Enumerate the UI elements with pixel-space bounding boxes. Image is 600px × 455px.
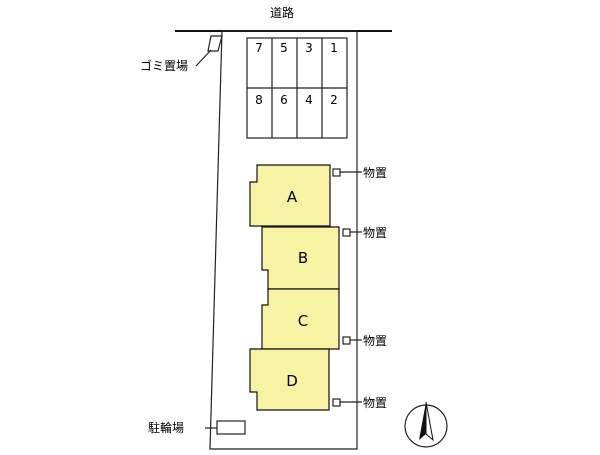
storage-1-label: 物置 xyxy=(363,166,387,180)
unit-b-label: B xyxy=(298,249,308,267)
bicycle-parking xyxy=(216,420,246,435)
trash-label: ゴミ置場 xyxy=(140,58,188,73)
buildings: A B C D xyxy=(249,164,340,411)
storage-4-label: 物置 xyxy=(363,396,387,410)
lot-boundary xyxy=(209,30,358,450)
unit-d-label: D xyxy=(286,372,298,390)
parking-space-4: 4 xyxy=(305,93,313,107)
storage-3-box xyxy=(342,336,351,345)
storage-2: 物置 xyxy=(342,226,387,240)
parking-grid: 7 5 3 1 8 6 4 2 xyxy=(246,37,348,139)
trash-area xyxy=(207,35,223,52)
parking-space-3: 3 xyxy=(305,41,313,55)
storage-2-box xyxy=(342,228,351,237)
unit-a xyxy=(249,164,331,227)
parking-space-1: 1 xyxy=(330,41,338,55)
road-label: 道路 xyxy=(270,5,294,20)
parking-space-5: 5 xyxy=(280,41,288,55)
north-arrow-icon xyxy=(404,401,448,448)
unit-c-label: C xyxy=(298,312,308,330)
storage-1: 物置 xyxy=(332,166,387,180)
bicycle-label: 駐輪場 xyxy=(148,420,184,435)
parking-space-7: 7 xyxy=(255,41,263,55)
storage-2-label: 物置 xyxy=(363,226,387,240)
storage-1-box xyxy=(332,168,341,177)
storage-3: 物置 xyxy=(342,334,387,348)
parking-space-6: 6 xyxy=(280,93,288,107)
parking-space-8: 8 xyxy=(255,93,263,107)
unit-d xyxy=(249,348,330,411)
storage-4: 物置 xyxy=(332,396,387,410)
storage-3-label: 物置 xyxy=(363,334,387,348)
trash-leader xyxy=(195,49,212,67)
unit-a-label: A xyxy=(287,188,298,206)
storage-4-box xyxy=(332,398,341,407)
parking-space-2: 2 xyxy=(330,93,338,107)
